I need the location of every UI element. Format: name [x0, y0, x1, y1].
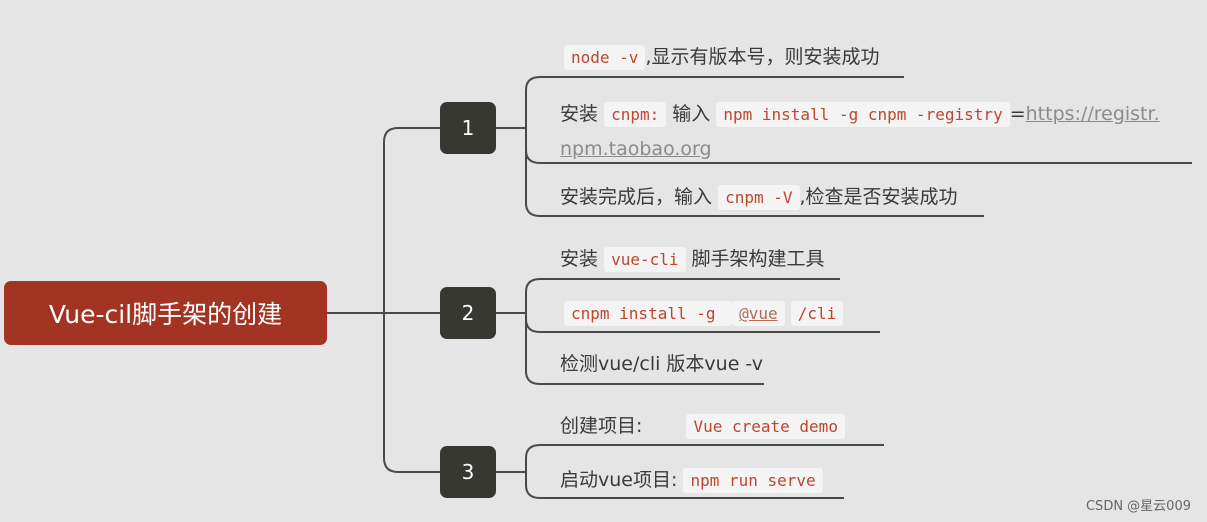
branch-node-2: 2 [440, 287, 496, 339]
registry-link[interactable]: https://registr. [1025, 103, 1160, 125]
branch-number: 1 [461, 116, 475, 140]
leaf-text: 安装 [560, 248, 599, 270]
code-snippet: cnpm -V [718, 185, 800, 210]
leaf-text: ,检查是否安装成功 [799, 186, 958, 208]
code-snippet: Vue create demo [686, 414, 845, 439]
leaf-cnpm-install-cli: cnpm install -g @vue /cli [564, 298, 844, 329]
branch-node-1: 1 [440, 102, 496, 154]
leaf-install-vue-cli: 安装 vue-cli 脚手架构建工具 [560, 244, 825, 275]
leaf-text: 脚手架构建工具 [691, 248, 825, 270]
code-snippet: vue-cli [604, 247, 686, 272]
code-snippet: /cli [790, 301, 844, 326]
code-snippet: cnpm: [604, 102, 667, 127]
leaf-text: 安装完成后，输入 [560, 186, 713, 208]
registry-link-cont[interactable]: npm.taobao.org [560, 138, 712, 160]
leaf-node-version: node -v,显示有版本号，则安装成功 [564, 42, 879, 73]
code-snippet-scope: @vue [732, 301, 785, 326]
leaf-check-cnpm: 安装完成后，输入 cnpm -V,检查是否安装成功 [560, 182, 958, 213]
code-snippet: npm install -g cnpm -registry [716, 102, 1010, 127]
leaf-install-cnpm: 安装 cnpm: 输入 npm install -g cnpm -registr… [560, 97, 1180, 166]
code-snippet: cnpm install -g [564, 301, 733, 326]
branch-number: 2 [461, 301, 475, 325]
watermark: CSDN @星云009 [1085, 499, 1191, 514]
leaf-check-version: 检测vue/cli 版本vue -v [560, 349, 763, 379]
code-snippet: node -v [564, 45, 646, 70]
branch-number: 3 [461, 460, 475, 484]
leaf-text: ,显示有版本号，则安装成功 [645, 46, 880, 68]
leaf-text: = [1009, 103, 1026, 125]
root-title: Vue-cil脚手架的创建 [48, 300, 283, 329]
leaf-text: 创建项目: [560, 415, 643, 437]
code-snippet: npm run serve [683, 468, 823, 493]
leaf-text: 安装 [560, 103, 599, 125]
leaf-run-project: 启动vue项目: npm run serve [560, 465, 823, 496]
leaf-create-project: 创建项目: Vue create demo [560, 411, 845, 442]
leaf-text: 检测vue/cli 版本vue -v [560, 353, 764, 375]
branch-node-3: 3 [440, 446, 496, 498]
root-node: Vue-cil脚手架的创建 [4, 281, 327, 345]
leaf-text: 启动vue项目: [560, 469, 678, 491]
leaf-text: 输入 [672, 103, 711, 125]
